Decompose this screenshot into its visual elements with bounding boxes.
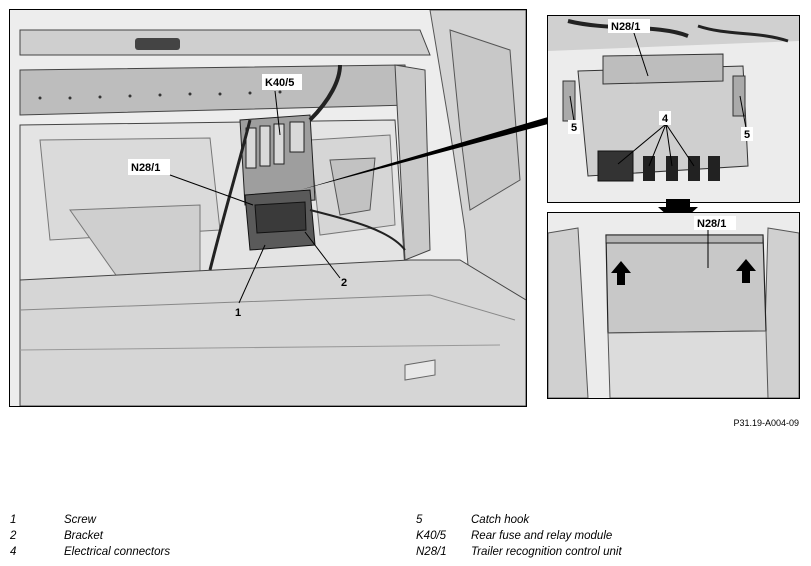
up-arrow-left-icon: [611, 261, 631, 285]
figure-id: P31.19-A004-09: [733, 418, 799, 428]
legend-code: 5: [416, 514, 423, 526]
callout-n28-1-inset-bottom: N28/1: [697, 218, 726, 230]
callout-5-right: 5: [744, 129, 750, 141]
legend-item: 1 Screw: [10, 512, 170, 528]
legend-code: 2: [10, 530, 17, 542]
legend-code: K40/5: [416, 530, 447, 542]
callout-n28-1-main: N28/1: [131, 162, 160, 174]
legend-text: Screw: [64, 514, 96, 526]
inset-top-illustration: N28/1 5 5 4: [548, 16, 799, 202]
trunk-illustration: K40/5 N28/1 1 2: [10, 10, 526, 406]
legend-text: Catch hook: [471, 514, 530, 526]
legend-code: 1: [10, 514, 17, 526]
callout-n28-1-inset-top: N28/1: [611, 21, 640, 33]
detail-inset-bottom: N28/1: [547, 212, 800, 399]
callout-4: 4: [662, 113, 669, 125]
legend-item: K40/5 Rear fuse and relay module: [416, 528, 622, 544]
legend-text: Electrical connectors: [64, 546, 171, 558]
legend-item: 5 Catch hook: [416, 512, 622, 528]
legend-code: 4: [10, 546, 17, 558]
up-arrow-right-icon: [736, 259, 756, 283]
legend-text: Rear fuse and relay module: [471, 530, 613, 542]
legend-text: Trailer recognition control unit: [471, 546, 622, 558]
main-illustration: K40/5 N28/1 1 2: [9, 9, 527, 407]
legend-item: N28/1 Trailer recognition control unit: [416, 544, 622, 560]
legend-item: 4 Electrical connectors: [10, 544, 170, 560]
callout-5-left: 5: [571, 122, 577, 134]
legend-item: 2 Bracket: [10, 528, 170, 544]
callout-1: 1: [235, 307, 241, 319]
callout-k40-5: K40/5: [265, 77, 294, 89]
inset-bottom-illustration: N28/1: [548, 213, 799, 398]
legend-right: 5 Catch hook K40/5 Rear fuse and relay m…: [416, 512, 622, 560]
legend-left: 1 Screw 2 Bracket 4 Electrical connector…: [10, 512, 170, 560]
detail-inset-top: N28/1 5 5 4: [547, 15, 800, 203]
callout-2: 2: [341, 277, 347, 289]
legend-code: N28/1: [416, 546, 447, 558]
legend-text: Bracket: [64, 530, 103, 542]
